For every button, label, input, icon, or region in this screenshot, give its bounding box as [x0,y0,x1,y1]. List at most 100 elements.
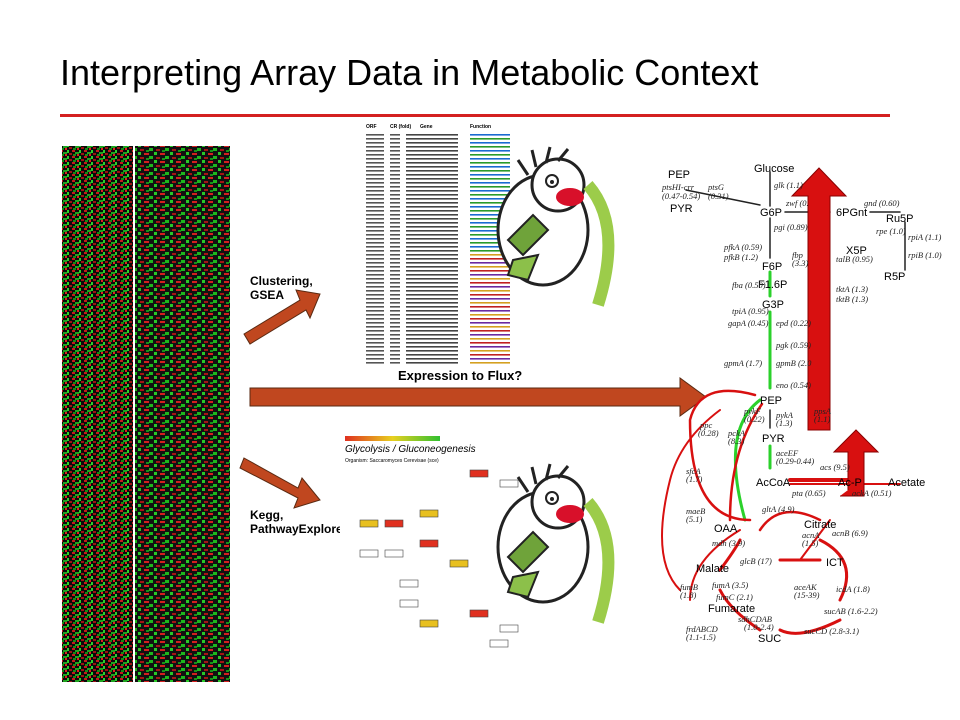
gene-table-header-orf: ORF [366,124,377,130]
gene-table-row-bar [406,170,458,172]
map-enzyme-box [359,549,379,558]
map-enzyme-box [399,579,419,588]
gene-table-row-bar [406,166,458,168]
arrow-to-clustering [243,289,321,345]
gene-table-row-bar [390,142,400,144]
gene-table-function-bar [470,262,510,264]
gene-table-row-bar [366,302,384,304]
map-enzyme-box [449,559,469,568]
gene-table-row-bar [366,314,384,316]
svg-text:pgi (0.89): pgi (0.89) [773,222,808,232]
metabolite-accoa: AcCoA [756,477,791,489]
gene-table-function-bar [470,154,510,156]
gene-table-row-bar [406,318,458,320]
svg-text:gapA (0.45): gapA (0.45) [728,318,769,328]
gene-table-row-bar [366,234,384,236]
gene-table-row-bar [366,150,384,152]
svg-text:(1.1): (1.1) [814,414,830,424]
gene-table-row-bar [406,362,458,364]
svg-text:rpiA (1.1): rpiA (1.1) [908,232,942,242]
gene-table-row-bar [390,326,400,328]
svg-text:gpmA (1.7): gpmA (1.7) [724,358,762,368]
gene-table-row-bar [366,270,384,272]
gene-table-row-bar [406,258,458,260]
gene-table-function-bar [470,190,510,192]
gene-table-function-bar [470,278,510,280]
gene-table-header-cr: CR (fold) [390,124,411,130]
gene-table-row-bar [406,346,458,348]
metabolite-fumarate: Fumarate [708,603,755,615]
map-enzyme-box [384,519,404,528]
svg-text:fumA (3.5): fumA (3.5) [712,580,748,590]
gene-table-row-bar [390,162,400,164]
gene-table-thumbnail [362,118,522,368]
gene-table-row-bar [390,194,400,196]
gene-table-row-bar [366,242,384,244]
svg-text:sucCD (2.8-3.1): sucCD (2.8-3.1) [804,626,859,636]
gene-table-row-bar [366,138,384,140]
gene-table-row-bar [390,198,400,200]
gene-table-row-bar [366,250,384,252]
gene-table-row-bar [406,350,458,352]
gene-table-function-bar [470,174,510,176]
gene-table-row-bar [406,294,458,296]
scientist-cartoon-top [496,146,615,307]
gene-table-row-bar [406,146,458,148]
gene-table-function-bar [470,254,510,256]
gene-table-row-bar [406,222,458,224]
map-enzyme-box [499,624,519,633]
slide-title: Interpreting Array Data in Metabolic Con… [60,52,759,93]
gene-table-row-bar [406,306,458,308]
gene-table-row-bar [406,190,458,192]
gene-table-row-bar [390,270,400,272]
gene-table-row-bar [406,242,458,244]
gene-table-row-bar [406,178,458,180]
metabolite-labels: Glucose PEP PYR G6P 6PGnt Ru5P X5P R5P F… [668,163,925,645]
svg-text:(1.3): (1.3) [776,418,792,428]
gene-table-row-bar [390,214,400,216]
svg-text:frdABCD: frdABCD [686,624,719,634]
gene-table-function-bar [470,362,510,364]
gene-table-row-bar [390,154,400,156]
gene-table-row-bar [390,178,400,180]
svg-text:pgk (0.59): pgk (0.59) [775,340,811,350]
gene-table-row-bar [406,274,458,276]
gene-table-row-bar [406,194,458,196]
metabolite-acp: Ac-P [838,477,862,489]
gene-table-row-bar [406,322,458,324]
map-enzyme-box [469,469,489,478]
gene-table-row-bar [390,226,400,228]
gene-table-function-bar [470,322,510,324]
gene-table-row-bar [366,286,384,288]
svg-text:pykF: pykF [743,406,762,416]
gene-table-function-bar [470,314,510,316]
gene-table-row-bar [390,346,400,348]
gene-table-function-bar [470,186,510,188]
metabolite-pep: PEP [760,395,782,407]
gene-table-header-gene: Gene [420,124,433,130]
metabolite-ict: ICT [826,557,844,569]
svg-text:tpiA (0.95): tpiA (0.95) [732,306,769,316]
gene-table-row-bar [366,266,384,268]
gene-table-row-bar [366,230,384,232]
gene-table-function-bar [470,218,510,220]
gene-table-function-bar [470,266,510,268]
gene-table-function-bar [470,182,510,184]
gene-table-row-bar [366,190,384,192]
gene-table-row-bar [390,334,400,336]
svg-text:glcB (17): glcB (17) [740,556,772,566]
gene-table-row-bar [366,238,384,240]
gene-table-row-bar [406,278,458,280]
svg-text:rpiB (1.0): rpiB (1.0) [908,250,942,260]
gene-table-row-bar [390,310,400,312]
gene-table-function-bar [470,206,510,208]
gene-table-row-bar [390,362,400,364]
gene-table-row-bar [390,206,400,208]
gene-table-function-bar [470,270,510,272]
gene-table-row-bar [366,278,384,280]
gene-table-function-bar [470,354,510,356]
gene-table-row-bar [390,250,400,252]
gene-table-function-bar [470,162,510,164]
gene-table-function-bar [470,170,510,172]
metabolite-glucose: Glucose [754,163,794,175]
